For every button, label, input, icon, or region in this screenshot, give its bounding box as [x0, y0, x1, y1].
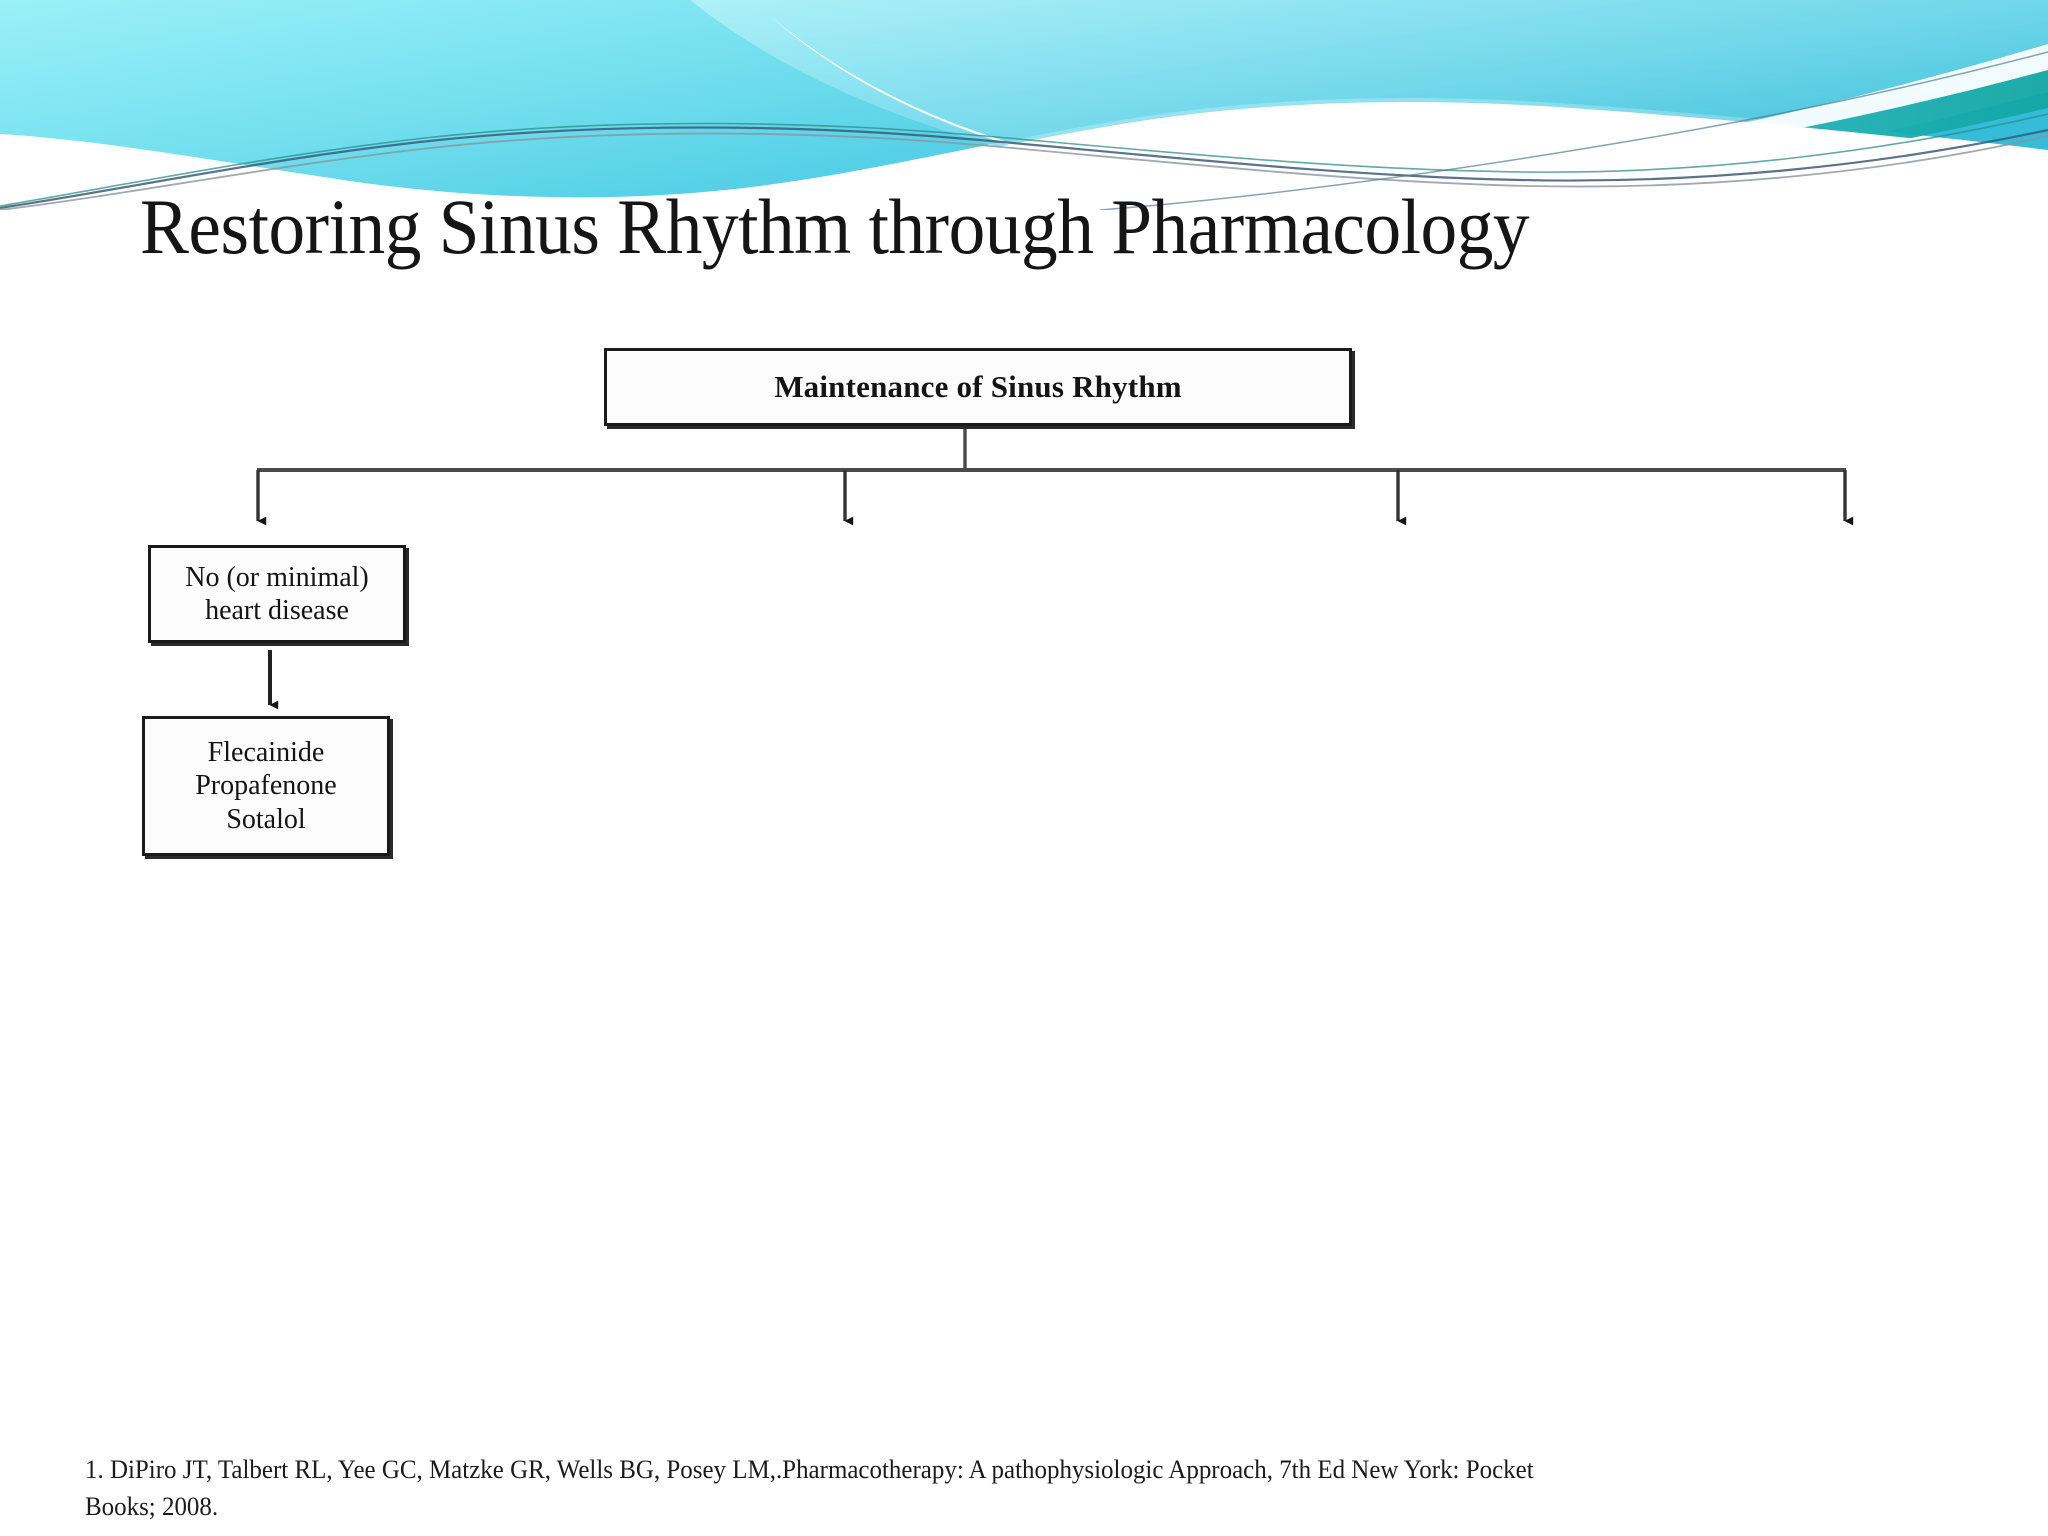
- slide-header-decoration: [0, 0, 2048, 210]
- wave-filament-accent: [1099, 51, 2048, 210]
- wave-filament-navy: [0, 126, 2048, 210]
- citation-footnote: 1. DiPiro JT, Talbert RL, Yee GC, Matzke…: [85, 1455, 1534, 1521]
- node-maintenance-of-sinus-rhythm[interactable]: Maintenance of Sinus Rhythm: [604, 348, 1352, 426]
- wave-shape-white-base: [0, 102, 2048, 210]
- wave-filament-teal: [0, 113, 2048, 207]
- node-label: No (or minimal) heart disease: [185, 561, 369, 626]
- page-title: Restoring Sinus Rhythm through Pharmacol…: [140, 183, 1530, 270]
- wave-filament-gray: [0, 132, 2048, 210]
- node-drug-list[interactable]: Flecainide Propafenone Sotalol: [142, 716, 390, 856]
- node-no-or-minimal-heart-disease[interactable]: No (or minimal) heart disease: [148, 545, 406, 643]
- node-label: Flecainide Propafenone Sotalol: [195, 737, 337, 835]
- node-label: Maintenance of Sinus Rhythm: [774, 368, 1182, 404]
